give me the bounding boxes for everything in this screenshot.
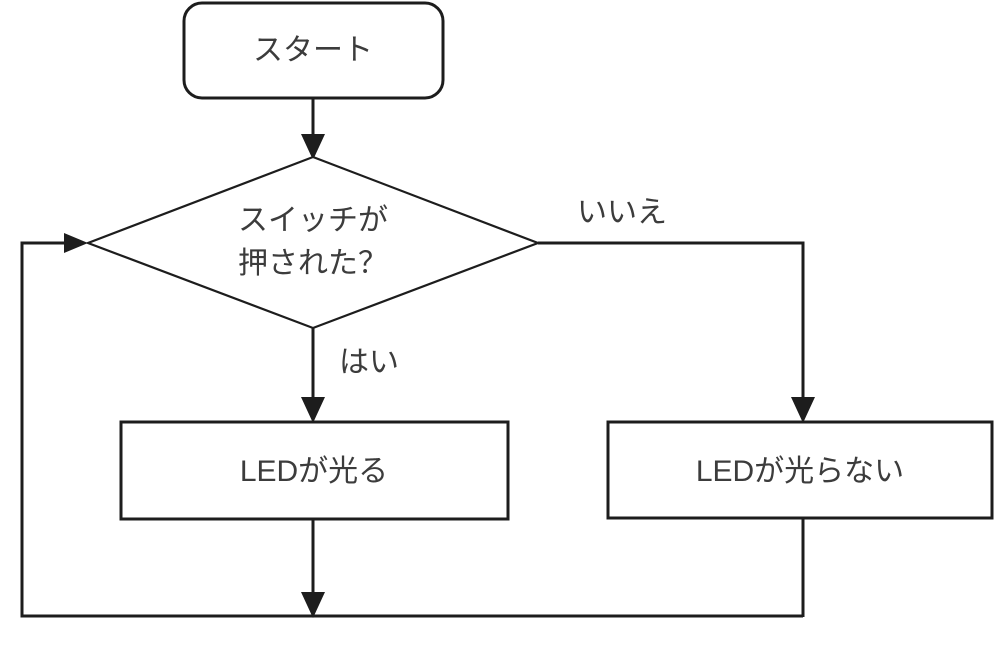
edge-label-yes: はい <box>339 346 399 379</box>
node-decision-shape <box>84 155 542 330</box>
edge-decision-yes <box>301 328 325 423</box>
edge-label-no: いいえ <box>577 196 667 229</box>
node-decision-label-line1: スイッチが <box>238 204 388 237</box>
node-process-yes-shape <box>119 420 510 521</box>
node-process-yes-label: LEDが光る <box>240 455 388 488</box>
edge-process-yes-to-rail <box>301 520 325 618</box>
node-process-no-label: LEDが光らない <box>696 455 904 488</box>
node-decision-label-line2: 押された？ <box>238 247 388 280</box>
edge-start-to-decision <box>301 98 325 160</box>
node-process-no[interactable]: LEDが光らない <box>606 420 994 520</box>
edge-loop-back <box>20 233 803 618</box>
node-decision[interactable]: スイッチが 押された？ <box>84 155 542 330</box>
node-start[interactable]: スタート <box>182 1 445 100</box>
node-start-label: スタート <box>253 34 373 67</box>
node-process-no-shape <box>606 420 994 520</box>
node-start-shape <box>182 1 445 100</box>
node-process-yes[interactable]: LEDが光る <box>119 420 510 521</box>
edge-decision-no <box>538 241 815 423</box>
